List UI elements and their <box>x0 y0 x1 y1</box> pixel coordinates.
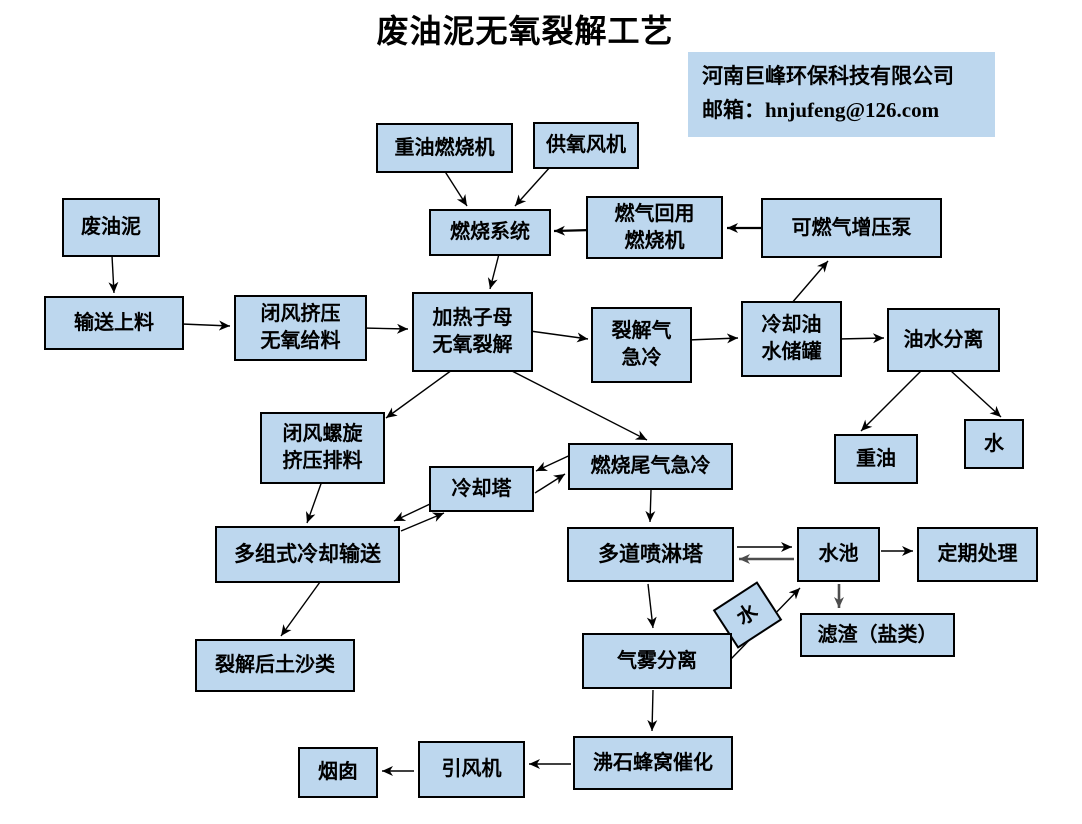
edge-conveyor-coolingtower <box>400 512 445 532</box>
edge-reactor-tailgasquench <box>509 369 648 441</box>
node-cooling-oil-water-tank: 冷却油 水储罐 <box>741 301 842 377</box>
node-multi-spray-tower: 多道喷淋塔 <box>567 527 734 582</box>
node-oxygen-supply-fan: 供氧风机 <box>533 122 639 169</box>
edge-coolingtower-tailgas <box>534 473 566 494</box>
node-tail-gas-quench: 燃烧尾气急冷 <box>568 443 733 490</box>
node-conveying-feed: 输送上料 <box>44 296 184 350</box>
edge-airlockdischarge-conveyor <box>305 480 323 524</box>
edge-reactor-airlockdischarge <box>385 369 453 419</box>
page-title: 废油泥无氧裂解工艺 <box>376 13 674 49</box>
edge-feed-airlockfeed <box>181 320 231 331</box>
node-pyrolyzed-soil-sand: 裂解后土沙类 <box>195 639 355 692</box>
edge-pyroquench-coolingtank <box>687 333 739 344</box>
node-cooling-tower: 冷却塔 <box>429 466 534 512</box>
edge-reuseburner-combustion <box>553 225 593 236</box>
node-combustion-system: 燃烧系统 <box>429 209 551 256</box>
edge-heavyburner-combustion <box>443 169 468 207</box>
edge-coolingtank-boosterpump <box>790 260 829 305</box>
node-gas-booster-pump: 可燃气增压泵 <box>761 198 942 258</box>
node-periodic-treatment: 定期处理 <box>917 527 1038 582</box>
edge-spraytower-mistsep <box>646 583 657 629</box>
node-gas-reuse-burner: 燃气回用 燃烧机 <box>586 196 723 259</box>
node-airlock-extrusion-feed: 闭风挤压 无氧给料 <box>234 295 367 361</box>
node-multi-cooling-conveyor: 多组式冷却输送 <box>215 526 400 583</box>
node-filter-residue-salts: 滤渣（盐类） <box>800 613 955 657</box>
edge-combustion-reactor <box>487 253 500 290</box>
node-induced-draft-fan: 引风机 <box>418 741 525 798</box>
edge-mistsep-zeolite <box>647 689 658 732</box>
node-airlock-screw-discharge: 闭风螺旋 挤压排料 <box>260 412 385 484</box>
node-waste-oil-sludge: 废油泥 <box>62 198 160 257</box>
company-name: 河南巨峰环保科技有限公司 <box>702 64 954 88</box>
edge-coolingtank-oilwatersep <box>837 333 885 344</box>
node-water-output: 水 <box>964 419 1024 469</box>
node-water-pool: 水池 <box>797 527 880 582</box>
edge-reactor-pyroquench <box>529 330 589 343</box>
edge-oilwatersep-heavyoil <box>860 370 922 432</box>
company-email: 邮箱：hnjufeng@126.com <box>702 97 940 122</box>
edge-oxygenfan-combustion <box>514 165 552 207</box>
node-pyrolysis-gas-quench: 裂解气 急冷 <box>591 307 692 383</box>
edge-conveyor-soil <box>280 581 321 637</box>
edge-tailgas-spraytower <box>645 489 656 523</box>
node-chimney: 烟囱 <box>298 747 378 798</box>
node-oil-water-separation: 油水分离 <box>887 308 1000 372</box>
node-heavy-oil: 重油 <box>834 434 918 484</box>
company-info-box: 河南巨峰环保科技有限公司 邮箱：hnjufeng@126.com <box>688 52 995 137</box>
node-heavy-oil-burner: 重油燃烧机 <box>376 123 513 173</box>
node-zeolite-honeycomb-catalysis: 沸石蜂窝催化 <box>573 736 733 790</box>
node-gas-mist-separation: 气雾分离 <box>582 633 732 689</box>
edge-airlockfeed-reactor <box>361 323 409 334</box>
edge-oilwatersep-water <box>950 370 1002 418</box>
node-pyrolysis-reactor: 加热子母 无氧裂解 <box>412 292 533 372</box>
